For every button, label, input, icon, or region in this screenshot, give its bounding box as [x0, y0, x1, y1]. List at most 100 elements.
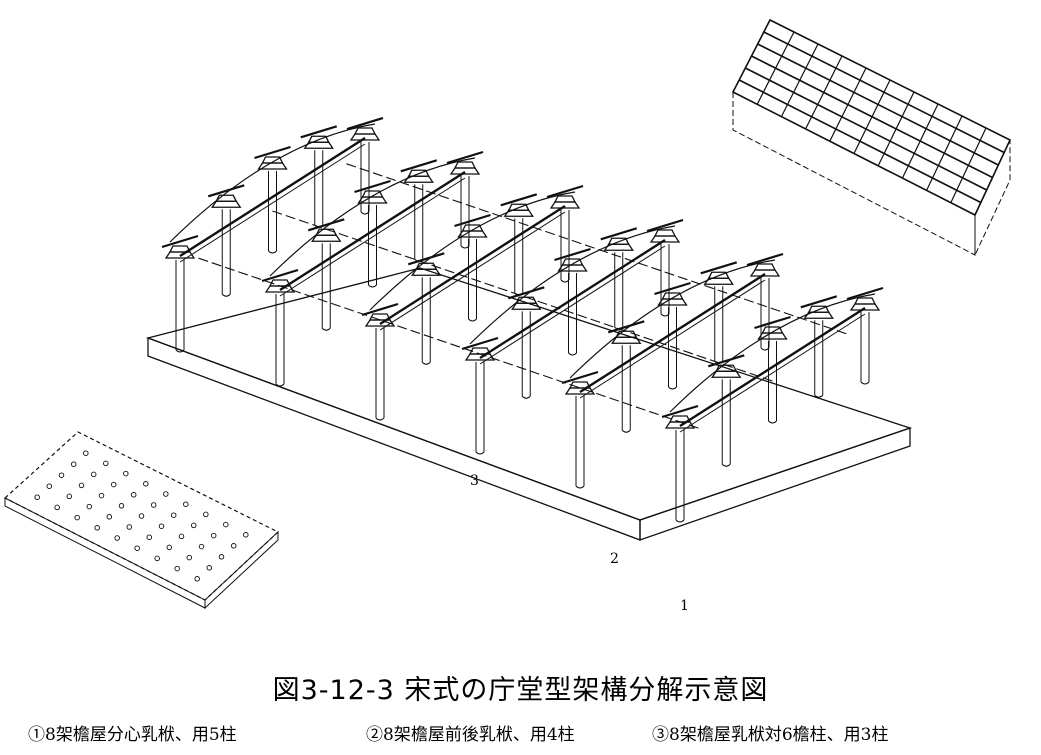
bracket	[261, 156, 284, 164]
column-foot	[675, 519, 685, 523]
caption-1: ①8架檐屋分心乳栿、用5柱	[28, 725, 237, 745]
bracket	[653, 229, 677, 237]
roof-rafter-grid	[738, 31, 1005, 204]
base-slab	[3, 431, 280, 610]
framework-diagram: 1 2 3	[3, 18, 1012, 614]
column-base-dot	[218, 554, 225, 560]
bracket	[807, 305, 830, 313]
bracket-arm	[300, 125, 338, 139]
bracket-arm	[307, 218, 345, 232]
roof-module	[731, 18, 1012, 256]
tie-beam	[198, 257, 699, 429]
bracket	[215, 194, 238, 202]
bracket	[461, 224, 484, 232]
column-base-dot	[230, 543, 237, 549]
roof-rafter	[877, 91, 915, 167]
bracket-arm	[407, 252, 445, 266]
column-foot	[475, 451, 485, 455]
frame-beam	[579, 279, 766, 399]
bracket-arm	[454, 213, 491, 228]
roof-rafter	[829, 67, 867, 142]
bracket	[853, 297, 877, 305]
column-base-dot	[110, 481, 117, 488]
roof-rafter	[805, 55, 843, 130]
rafter-profile	[669, 293, 876, 413]
column-base-dot	[150, 502, 157, 508]
bracket-arm	[654, 281, 691, 296]
column-base-dot	[154, 555, 160, 562]
column-base-dot	[134, 545, 140, 551]
column-base-dot	[74, 514, 80, 521]
bracket	[407, 169, 430, 177]
column-base-dot	[46, 483, 53, 489]
column-base-dot	[223, 521, 229, 528]
column-base-dot	[183, 501, 189, 507]
rafter-profile	[169, 123, 376, 243]
marker-2: 2	[610, 551, 619, 567]
bracket-arm	[707, 354, 745, 368]
rafter-profile	[469, 225, 676, 345]
bracket	[211, 200, 242, 208]
timber-frames	[161, 116, 884, 523]
bracket	[607, 237, 630, 245]
bracket	[507, 203, 530, 211]
column-base-dot	[70, 461, 77, 467]
column-base-dots	[34, 450, 249, 582]
column-base-dot	[94, 525, 100, 531]
bracket	[715, 364, 738, 372]
column-base-dot	[198, 543, 205, 550]
bracket-arm	[346, 116, 384, 131]
caption-3: ③8架檐屋乳栿対6檐柱、用3柱	[652, 725, 889, 745]
column-base-dot	[78, 482, 85, 489]
rafter-profile	[269, 157, 476, 277]
bracket	[661, 292, 684, 300]
column-foot	[568, 352, 577, 356]
column-base-dot	[103, 460, 109, 467]
tie-beam	[346, 163, 847, 335]
bracket	[453, 161, 477, 169]
roof-rafter	[853, 79, 891, 154]
frame-beam	[379, 204, 566, 326]
bracket	[561, 258, 584, 266]
column-base-dot	[90, 471, 97, 478]
column-foot	[375, 417, 385, 421]
marker-1: 1	[680, 598, 689, 614]
roof-rafter	[901, 103, 939, 179]
column-base-dot	[58, 472, 65, 478]
bracket-arm	[261, 268, 299, 283]
bracket	[615, 330, 638, 338]
column-base-dot	[114, 535, 120, 541]
frame-beam	[179, 143, 366, 263]
column-foot	[468, 318, 477, 322]
column-foot	[460, 245, 470, 249]
bracket-arm	[800, 295, 838, 309]
figure-captions: ①8架檐屋分心乳栿、用5柱 ②8架檐屋前後乳栿、用4柱 ③8架檐屋乳栿対6檐柱、…	[0, 720, 1041, 746]
bracket	[711, 370, 742, 378]
column-foot	[560, 279, 570, 283]
bracket-arm	[754, 315, 791, 330]
bracket-arm	[746, 252, 784, 267]
column-foot	[221, 293, 231, 297]
column-base-dot	[166, 544, 173, 551]
column-base-dot	[66, 493, 73, 500]
column-foot	[768, 420, 777, 424]
bracket-arm	[546, 184, 584, 199]
bracket-arm	[554, 247, 591, 262]
column-foot	[575, 485, 585, 489]
bracket	[515, 296, 538, 304]
tie-beam	[272, 210, 773, 382]
frame	[361, 184, 584, 421]
bracket	[468, 347, 492, 355]
frame-beam	[479, 238, 666, 360]
frame	[661, 286, 884, 523]
column-foot	[521, 395, 531, 399]
frame-beam	[479, 245, 666, 365]
roof-rafter	[780, 43, 819, 117]
column-base-dot	[210, 532, 217, 539]
frame	[261, 150, 484, 387]
bracket-arm	[607, 320, 645, 334]
roof-rafter	[950, 127, 987, 203]
column-foot	[421, 361, 431, 365]
bracket	[353, 127, 377, 135]
column-foot	[668, 386, 677, 390]
